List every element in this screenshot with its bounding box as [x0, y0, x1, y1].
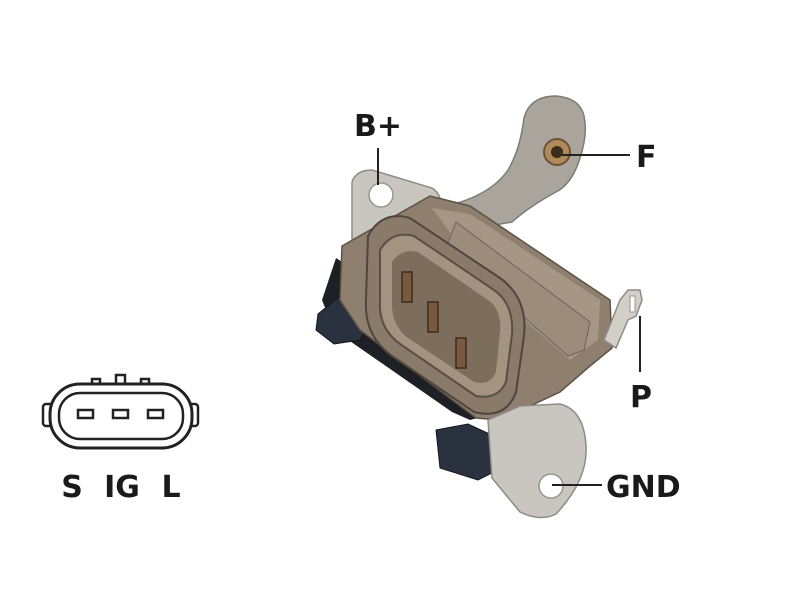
regulator-illustration: [315, 95, 643, 519]
plug-pin-l-label: L: [161, 470, 180, 505]
plug-pin-s-label: S: [61, 470, 83, 505]
plug-pin-ig-label: IG: [104, 470, 140, 505]
f-terminal-hole: [551, 146, 563, 158]
gnd-label: GND: [606, 470, 681, 505]
plug-pin-s-slot: [76, 408, 95, 420]
plug-connector-diagram: S IG L: [41, 373, 200, 505]
p-terminal-slot: [629, 295, 636, 313]
b-plus-label: B+: [354, 109, 402, 144]
connector-socket-cavity: [392, 251, 501, 383]
gnd-bracket: [487, 403, 587, 519]
plug-pin-ig-slot: [111, 408, 130, 420]
b-plus-bracket-hole: [368, 182, 394, 208]
socket-pin-2: [427, 301, 439, 333]
f-arm: [444, 95, 587, 231]
callouts: B+ F P GND: [354, 109, 681, 505]
socket-pin-3: [455, 337, 467, 369]
socket-pin-1: [401, 271, 413, 303]
plug-pin-l-slot: [146, 408, 165, 420]
f-label: F: [636, 140, 657, 175]
p-label: P: [630, 380, 652, 415]
